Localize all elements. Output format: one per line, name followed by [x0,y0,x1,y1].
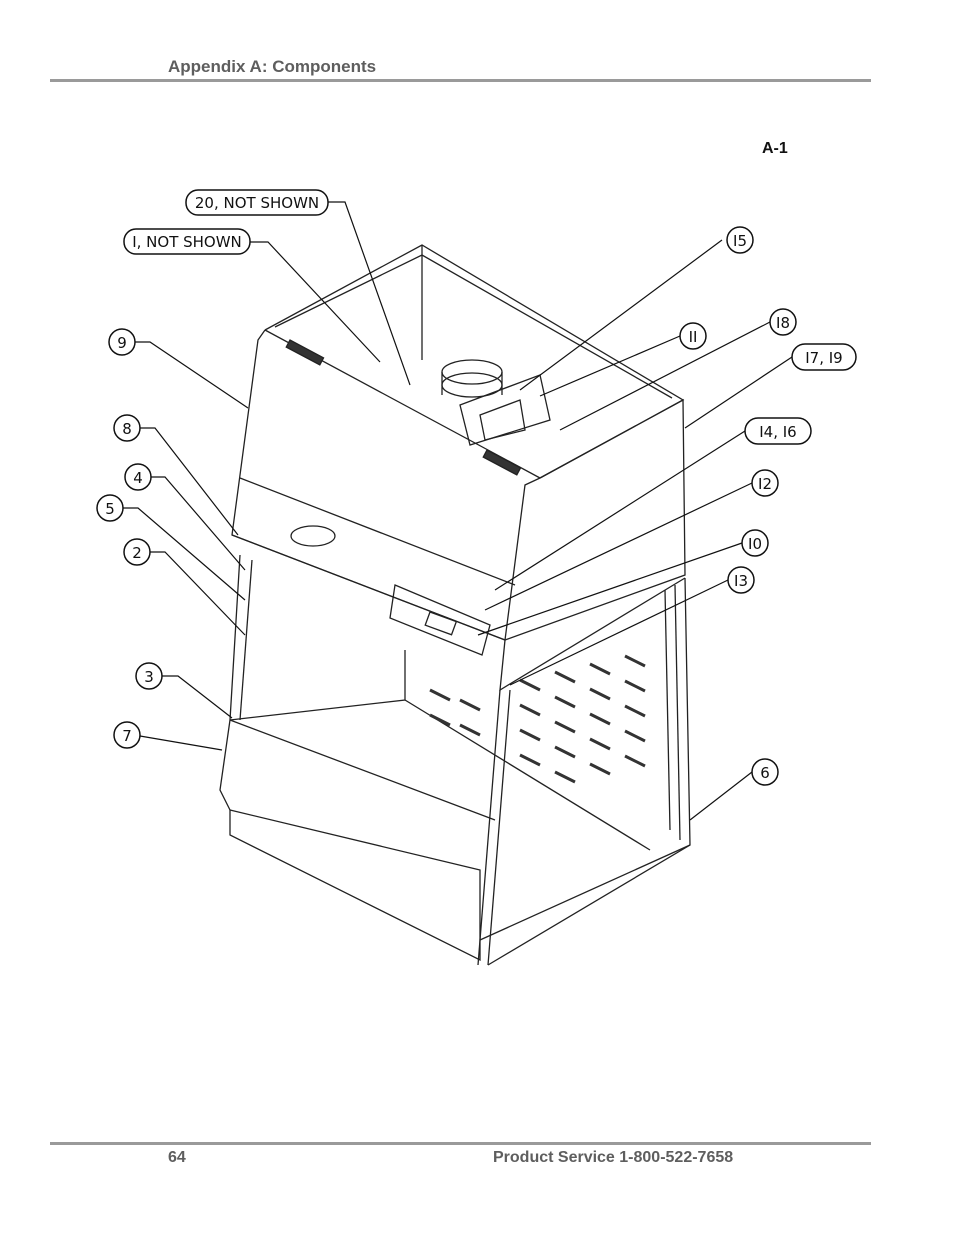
callout-20: 20, NOT SHOWN [185,189,329,216]
callout-17-19-label: I7, I9 [805,349,842,367]
callout-10-label: I0 [748,535,762,553]
callout-4-label: 4 [133,469,143,487]
callout-5-label: 5 [105,500,115,518]
callout-12-label: I2 [758,475,772,493]
leader-lines [122,201,793,821]
callout-3-label: 3 [144,668,154,686]
callout-18-label: I8 [776,314,790,332]
callout-7: 7 [113,721,141,749]
callout-8-label: 8 [122,420,132,438]
callout-20-label: 20, NOT SHOWN [195,194,319,212]
callout-10: I0 [741,529,769,557]
callout-6: 6 [751,758,779,786]
footer-divider [50,1142,871,1145]
callout-11-label: II [689,328,698,346]
callout-14-16: I4, I6 [744,417,812,445]
callout-2: 2 [123,538,151,566]
callout-13: I3 [727,566,755,594]
rear-panel-slots [429,654,646,784]
product-service-line: Product Service 1-800-522-7658 [493,1149,734,1166]
callout-15: I5 [726,226,754,254]
callout-15-label: I5 [733,232,747,250]
callout-2-label: 2 [132,544,142,562]
callout-7-label: 7 [122,727,132,745]
callout-17-19: I7, I9 [791,343,857,371]
callout-5: 5 [96,494,124,522]
cabinet-outline [219,244,691,966]
page-number: 64 [168,1149,186,1166]
callout-1: I, NOT SHOWN [123,228,251,255]
callout-12: I2 [751,469,779,497]
callout-4: 4 [124,463,152,491]
callout-14-16-label: I4, I6 [759,423,796,441]
callout-11: II [679,322,707,350]
callout-3: 3 [135,662,163,690]
figure-label: A-1 [762,140,788,157]
callout-8: 8 [113,414,141,442]
section-title: Appendix A: Components [168,57,377,76]
callout-1-label: I, NOT SHOWN [132,233,242,251]
callout-6-label: 6 [760,764,770,782]
callout-9: 9 [108,328,136,356]
callout-13-label: I3 [734,572,748,590]
header-divider [50,79,871,82]
callout-9-label: 9 [117,334,127,352]
callout-18: I8 [769,308,797,336]
